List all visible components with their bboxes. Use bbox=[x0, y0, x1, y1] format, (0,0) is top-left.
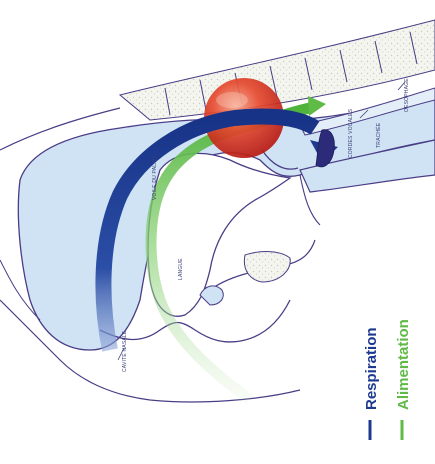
label-cordes-vocales: CORDES VOCALES bbox=[348, 108, 354, 158]
label-cavite-nasale: CAVITÉ NASALE bbox=[121, 330, 128, 372]
hyoid-bone bbox=[244, 252, 290, 282]
legend-respiration-label: Respiration bbox=[363, 327, 380, 410]
label-trachee: TRACHÉE bbox=[375, 122, 382, 148]
label-voile-du-palais: VOILE DU PALAIS bbox=[152, 155, 158, 200]
alimentation-arrowhead bbox=[308, 96, 326, 116]
label-langue: LANGUE bbox=[178, 258, 184, 280]
label-oesophage: OESOPHAGE bbox=[404, 78, 410, 112]
legend: Respiration Alimentation bbox=[363, 319, 412, 440]
legend-alimentation-label: Alimentation bbox=[395, 319, 412, 410]
